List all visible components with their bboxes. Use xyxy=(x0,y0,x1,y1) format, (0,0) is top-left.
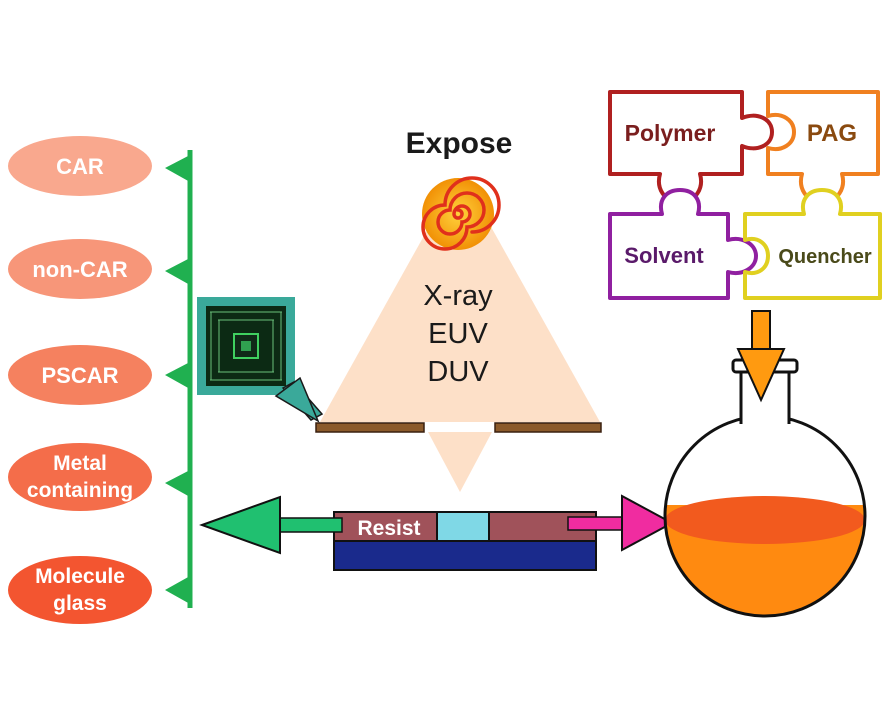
expose-title: Expose xyxy=(406,127,513,160)
puzzle-polymer xyxy=(608,90,774,204)
pill-pscar-label: PSCAR xyxy=(41,363,118,388)
substrate-layer xyxy=(333,540,597,571)
mask-left xyxy=(315,422,425,433)
pill-molecule-glass: Molecule glass xyxy=(8,556,152,624)
resist-layer-exposed xyxy=(436,511,490,542)
resist-stack: Resist xyxy=(333,511,597,571)
timeline-marker-car xyxy=(165,155,190,182)
chip-pointer-arrowhead xyxy=(274,376,320,423)
puzzle-polymer-label: Polymer xyxy=(625,120,716,146)
exposure-beam-lower xyxy=(428,432,492,492)
pill-molecule-label-2: glass xyxy=(53,592,107,615)
pill-car: CAR xyxy=(8,136,152,196)
flask-icon xyxy=(663,310,867,618)
timeline-marker-molecule xyxy=(165,576,190,604)
right-arrow xyxy=(567,494,675,552)
timeline-marker-pscar xyxy=(165,362,190,389)
exposure-beam xyxy=(320,225,600,422)
pill-metal-label-1: Metal xyxy=(53,452,107,475)
resist-label: Resist xyxy=(357,517,420,540)
resist-types-list: CAR non-CAR PSCAR Metal containing Molec… xyxy=(8,136,193,624)
puzzle-quencher xyxy=(743,188,882,300)
timeline-marker-metal xyxy=(165,470,190,497)
source-duv: DUV xyxy=(427,356,489,388)
left-arrow xyxy=(199,495,343,555)
pill-molecule-label-1: Molecule xyxy=(35,565,125,588)
pill-pscar: PSCAR xyxy=(8,345,152,405)
light-source-spiral-icon xyxy=(421,176,501,251)
pill-non-car-label: non-CAR xyxy=(32,257,127,282)
timeline-marker-non-car xyxy=(165,258,190,285)
exposure-section: Expose X-ray EUV DUV xyxy=(315,127,602,492)
mask-right xyxy=(494,422,602,433)
pill-non-car: non-CAR xyxy=(8,239,152,299)
source-xray: X-ray xyxy=(423,280,493,312)
source-euv: EUV xyxy=(428,318,488,350)
puzzle-solvent-label: Solvent xyxy=(624,243,704,268)
pill-car-label: CAR xyxy=(56,154,104,179)
chip-image xyxy=(197,297,295,395)
pill-metal-label-2: containing xyxy=(27,479,133,502)
puzzle-pag xyxy=(766,90,880,204)
puzzle-pag-label: PAG xyxy=(807,120,857,147)
puzzle-quencher-label: Quencher xyxy=(778,246,872,268)
puzzle-components: Polymer PAG Solvent Quencher xyxy=(608,90,882,300)
pill-metal-containing: Metal containing xyxy=(8,443,152,511)
